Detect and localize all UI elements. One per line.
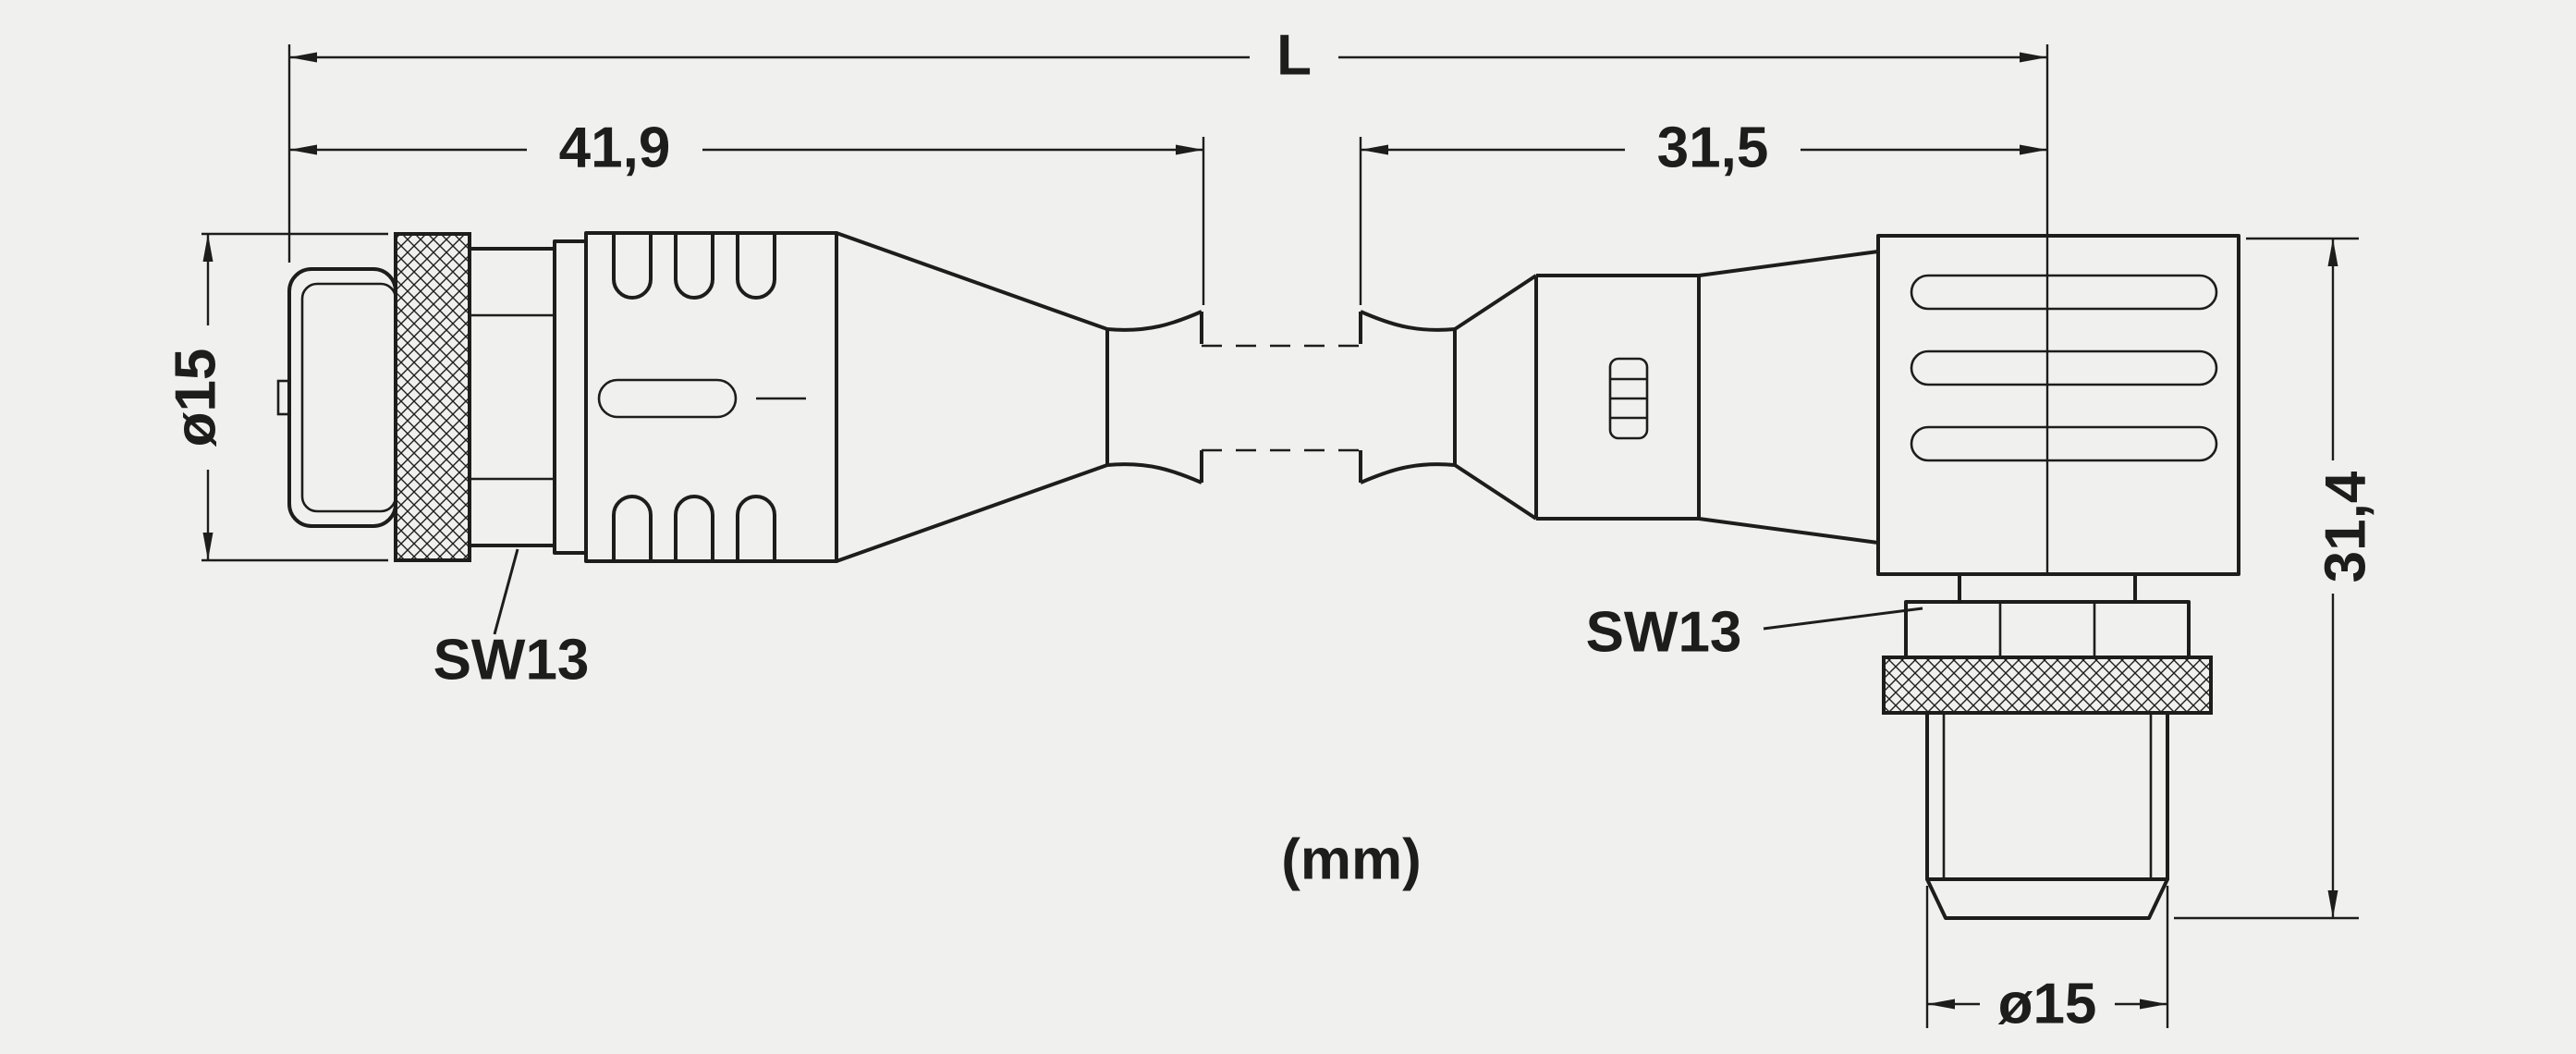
cable-break [1202, 344, 1361, 452]
left-hex-nut [468, 247, 556, 547]
left-keyway-notch [276, 379, 291, 416]
cable-break-dashed-lines [1202, 344, 1361, 452]
right-connector-drawing [1359, 234, 2240, 920]
extension-lines-right-height [2174, 237, 2359, 920]
dim-right-height-label: 31,4 [2314, 471, 2378, 582]
left-knurled-ring [394, 232, 471, 562]
dim-left-diameter-label: ø15 [165, 349, 228, 447]
left-grip-body [584, 231, 838, 563]
left-strain-relief-bell [1106, 310, 1203, 484]
right-thread-relief-lines [1942, 713, 2153, 879]
left-coupling-face-outer [287, 267, 397, 528]
wrench-size-label-left: SW13 [433, 629, 590, 692]
left-connector-drawing [276, 231, 1203, 563]
right-grip-rib-3 [1910, 425, 2218, 462]
right-hex-facet-lines [1998, 602, 2096, 657]
left-grip-ribs-bottom [612, 495, 776, 560]
right-thread-tip-chamfer [1925, 878, 2169, 920]
dim-right-connector-length-label: 31,5 [1657, 116, 1769, 180]
left-body-slot [597, 378, 738, 419]
right-gland-cylinder [1536, 274, 1701, 521]
left-grip-ribs-top [612, 234, 776, 300]
right-grip-rib-1 [1910, 274, 2218, 311]
dimension-lines [202, 52, 2338, 1010]
right-body-transition [1698, 250, 1879, 545]
right-angled-head-block [1876, 234, 2240, 576]
left-strain-relief-cone [836, 231, 1109, 563]
right-neck [1958, 572, 2137, 604]
extension-lines-left-diameter [201, 232, 388, 562]
right-knurled-ring [1882, 656, 2213, 715]
text-labels: L 41,9 31,5 ø15 31,4 ø15 SW13 SW13 (mm) [165, 24, 2378, 1036]
right-strain-relief-cone [1453, 274, 1538, 521]
dim-bottom-diameter-label: ø15 [1998, 973, 2097, 1036]
left-hex-facet-lines [470, 313, 555, 481]
right-cable-clamp-hatch-lines [1610, 377, 1647, 420]
leader-lines [493, 548, 1923, 635]
wrench-size-label-right: SW13 [1586, 601, 1742, 665]
left-coupling-face-inner [300, 282, 397, 513]
right-hex-nut [1904, 600, 2191, 659]
right-strain-relief-bell [1359, 310, 1457, 484]
left-collar-band [553, 239, 588, 555]
right-grip-rib-2 [1910, 349, 2218, 386]
dim-overall-length-label: L [1276, 24, 1312, 88]
leader-line-sw13-right [1763, 607, 1923, 631]
right-male-thread [1925, 711, 2169, 881]
dim-left-connector-length-label: 41,9 [559, 116, 671, 180]
unit-note-label: (mm) [1281, 828, 1422, 892]
leader-line-sw13-left [493, 548, 519, 635]
